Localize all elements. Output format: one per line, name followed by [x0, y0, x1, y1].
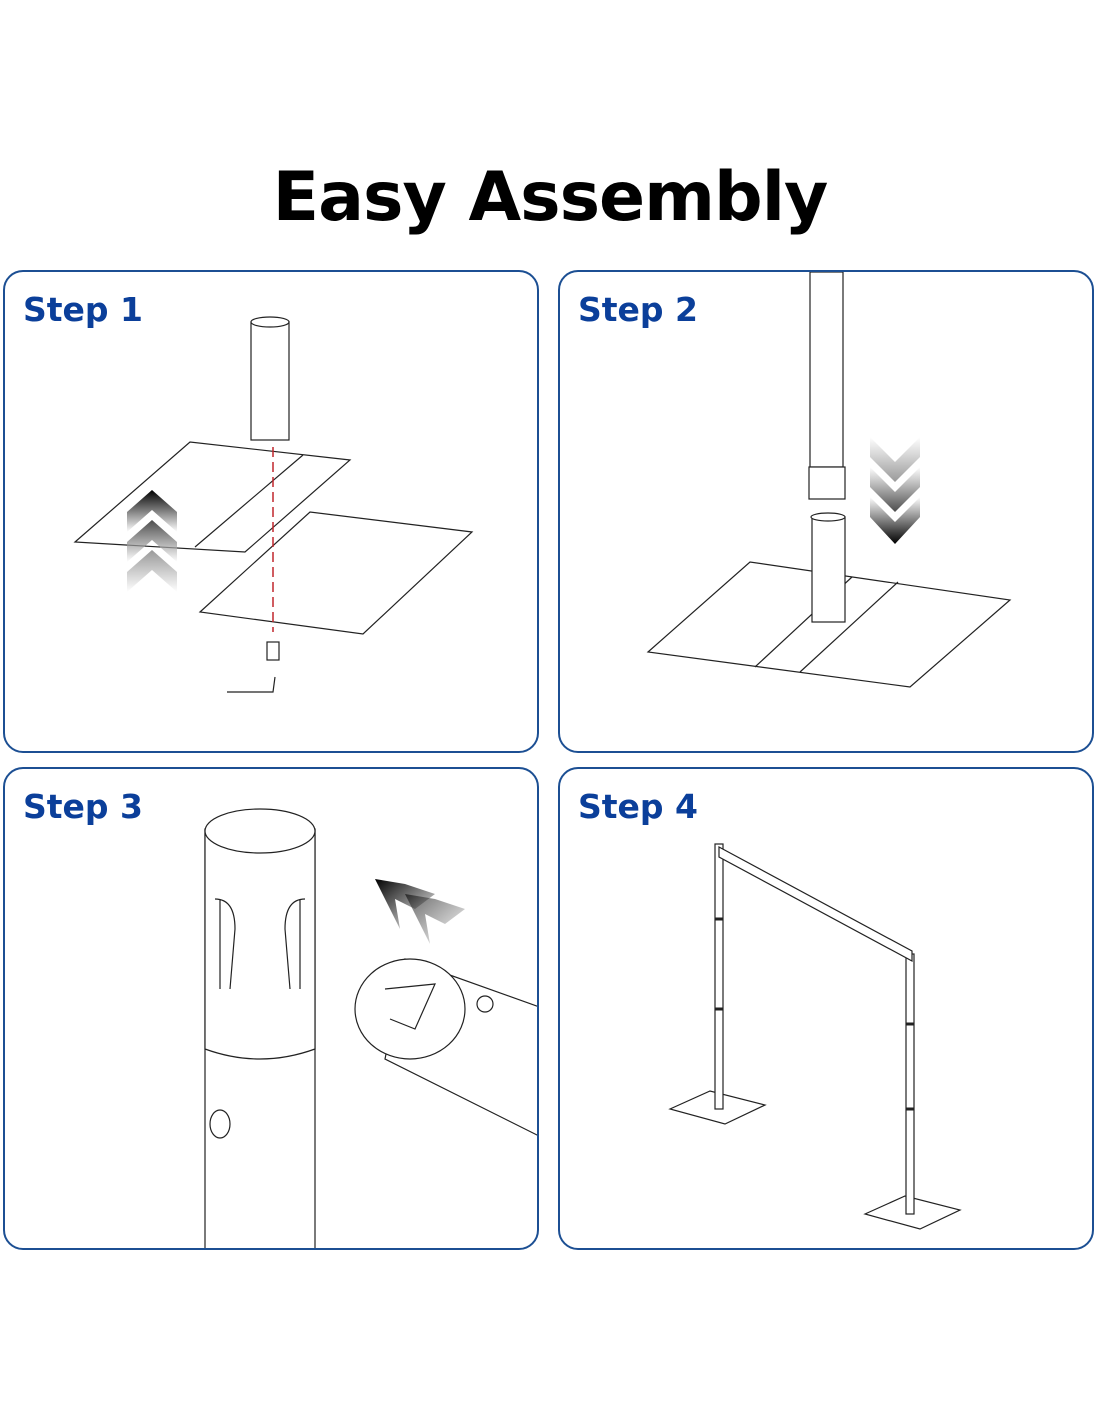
crossbar	[718, 845, 913, 963]
crossbar-hook-end	[354, 958, 466, 1060]
step-label: Step 2	[578, 290, 698, 329]
right-upright	[905, 953, 915, 1215]
pole-insertion-illustration	[646, 272, 1012, 688]
down-arrows-icon	[870, 437, 920, 544]
completed-frame-illustration	[668, 843, 962, 1230]
step-4-panel: Step 4	[558, 767, 1094, 1250]
lower-pole	[811, 516, 846, 623]
pole-sleeve	[204, 829, 316, 1060]
base-plate-assembly-illustration	[73, 316, 474, 693]
pole-tube	[250, 321, 290, 441]
left-arrows-icon	[375, 879, 465, 944]
plate-top	[73, 441, 352, 553]
step-1-panel: Step 1	[3, 270, 539, 753]
left-upright	[714, 843, 724, 1110]
step-label: Step 1	[23, 290, 143, 329]
allen-key-icon	[227, 676, 276, 693]
upper-pole	[809, 272, 844, 468]
step-2-panel: Step 2	[558, 270, 1094, 753]
page-title: Easy Assembly	[272, 158, 829, 237]
crossbar-connection-illustration	[204, 808, 537, 1248]
step-label: Step 3	[23, 787, 143, 826]
step-label: Step 4	[578, 787, 698, 826]
up-arrows-icon	[127, 490, 177, 592]
screw-icon	[266, 641, 280, 661]
step-3-panel: Step 3	[3, 767, 539, 1250]
base-plate	[646, 561, 1012, 688]
